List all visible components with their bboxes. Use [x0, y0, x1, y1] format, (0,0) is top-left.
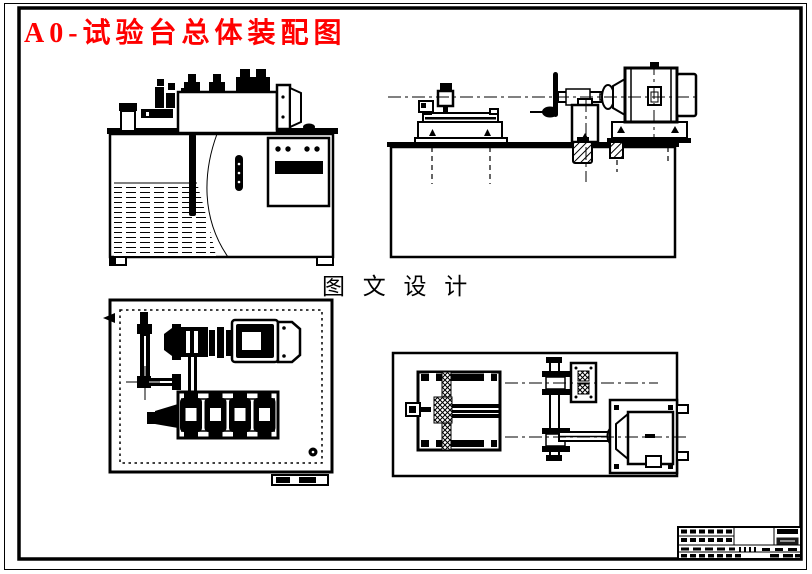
outer-border	[4, 3, 807, 570]
hydraulic-power-unit-top-view	[103, 298, 334, 486]
title-block	[677, 526, 802, 560]
drawing-title: A0-试验台总体装配图	[24, 18, 347, 49]
hydraulic-power-unit-front-view	[107, 69, 338, 266]
inner-border	[17, 6, 803, 561]
center-caption: 图 文 设 计	[322, 274, 474, 299]
test-bench-front-view	[387, 62, 700, 259]
title-block-text-marks	[681, 529, 800, 558]
test-bench-top-view	[391, 351, 690, 478]
